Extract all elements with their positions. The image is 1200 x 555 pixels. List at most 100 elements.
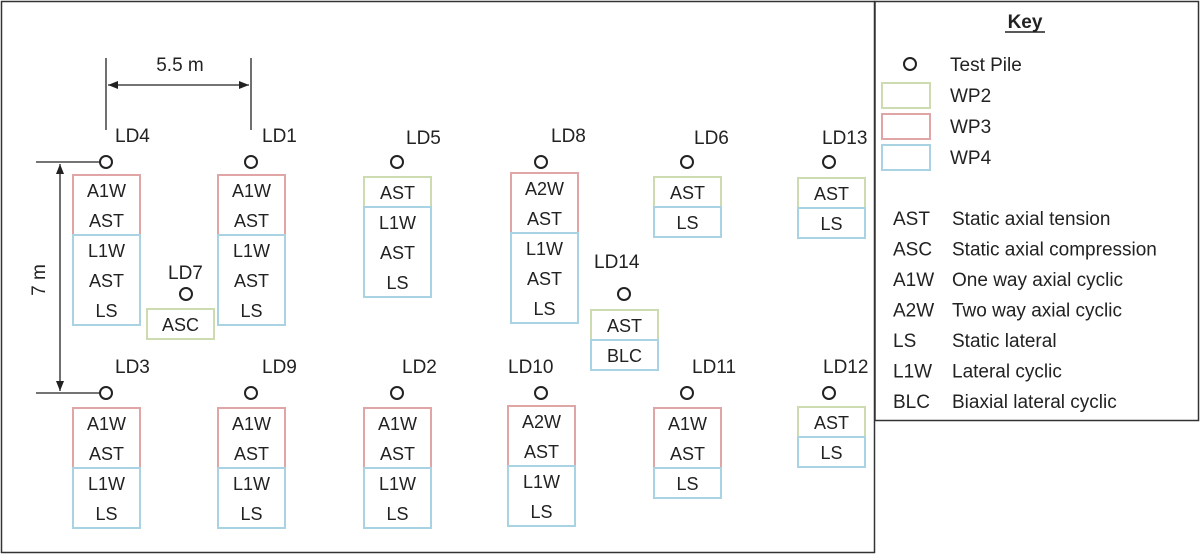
test-code: LS [240, 301, 262, 321]
abbreviation-description: Biaxial lateral cyclic [952, 392, 1117, 413]
test-code: ASC [162, 315, 199, 335]
test-code: LS [95, 301, 117, 321]
test-code: L1W [526, 239, 563, 259]
test-code: AST [527, 209, 562, 229]
test-code: LS [820, 214, 842, 234]
key-pile-label: Test Pile [950, 55, 1022, 76]
phase-swatch-wp3 [881, 113, 931, 140]
test-code: AST [524, 442, 559, 462]
test-code: AST [814, 184, 849, 204]
abbreviation-code: L1W [893, 362, 932, 383]
test-code: AST [380, 183, 415, 203]
abbreviation-description: One way axial cyclic [952, 270, 1123, 291]
phase-swatch-wp2 [881, 82, 931, 109]
test-group-box-wp4 [590, 339, 659, 371]
test-code: AST [234, 271, 269, 291]
key-frame [874, 0, 1200, 422]
test-code: AST [89, 211, 124, 231]
test-code: LS [820, 443, 842, 463]
abbreviation-description: Lateral cyclic [952, 362, 1062, 383]
test-code: LS [530, 502, 552, 522]
test-code: AST [234, 444, 269, 464]
test-code: AST [89, 444, 124, 464]
pile-label: LD3 [115, 357, 150, 378]
pile-label: LD1 [262, 126, 297, 147]
test-code: L1W [379, 213, 416, 233]
abbreviation-code: BLC [893, 392, 930, 413]
test-code: LS [676, 474, 698, 494]
abbreviation-description: Static axial compression [952, 240, 1157, 261]
test-code: A1W [232, 414, 271, 434]
test-code: A1W [87, 181, 126, 201]
test-code: L1W [523, 472, 560, 492]
test-pile-icon [617, 287, 631, 301]
test-code: AST [380, 444, 415, 464]
abbreviation-code: ASC [893, 240, 932, 261]
test-pile-icon [680, 386, 694, 400]
test-code: AST [670, 444, 705, 464]
test-code: LS [95, 504, 117, 524]
pile-label: LD4 [115, 126, 150, 147]
horizontal-dimension-label: 5.5 m [156, 55, 204, 76]
phase-label: WP3 [950, 117, 991, 138]
abbreviation-code: AST [893, 209, 930, 230]
pile-label: LD12 [823, 357, 868, 378]
test-code: AST [814, 413, 849, 433]
test-group-box-wp2 [146, 308, 215, 340]
test-group-box-wp4 [797, 436, 866, 468]
abbreviation-description: Static lateral [952, 331, 1057, 352]
test-code: A1W [378, 414, 417, 434]
pile-label: LD2 [402, 357, 437, 378]
test-code: A1W [668, 414, 707, 434]
test-code: L1W [233, 241, 270, 261]
test-code: A1W [232, 181, 271, 201]
pile-label: LD8 [551, 126, 586, 147]
test-code: AST [670, 183, 705, 203]
arrow-head [108, 81, 118, 89]
phase-label: WP4 [950, 148, 992, 169]
test-code: L1W [379, 474, 416, 494]
test-pile-icon [390, 386, 404, 400]
test-code: L1W [233, 474, 270, 494]
arrow-head [56, 381, 64, 391]
test-pile-icon [680, 155, 694, 169]
test-pile-icon [534, 386, 548, 400]
test-group-box-wp4 [363, 467, 432, 529]
test-code: LS [386, 504, 408, 524]
pile-label: LD5 [406, 128, 441, 149]
test-code: A2W [525, 179, 564, 199]
test-group-box-wp4 [363, 206, 432, 298]
test-code: A1W [87, 414, 126, 434]
vertical-dimension-label: 7 m [29, 264, 50, 296]
test-group-box-wp4 [653, 206, 722, 238]
test-code: AST [89, 271, 124, 291]
test-pile-icon [99, 155, 113, 169]
pile-label: LD6 [694, 128, 729, 149]
test-group-box-wp4 [217, 234, 286, 326]
abbreviation-code: A2W [893, 301, 934, 322]
phase-label: WP2 [950, 86, 991, 107]
test-code: LS [676, 213, 698, 233]
vertical-dimension [36, 161, 100, 394]
test-group-box-wp4 [72, 467, 141, 529]
key-title: Key [1008, 12, 1043, 33]
test-code: AST [234, 211, 269, 231]
test-code: AST [527, 269, 562, 289]
abbreviation-code: LS [893, 331, 916, 352]
